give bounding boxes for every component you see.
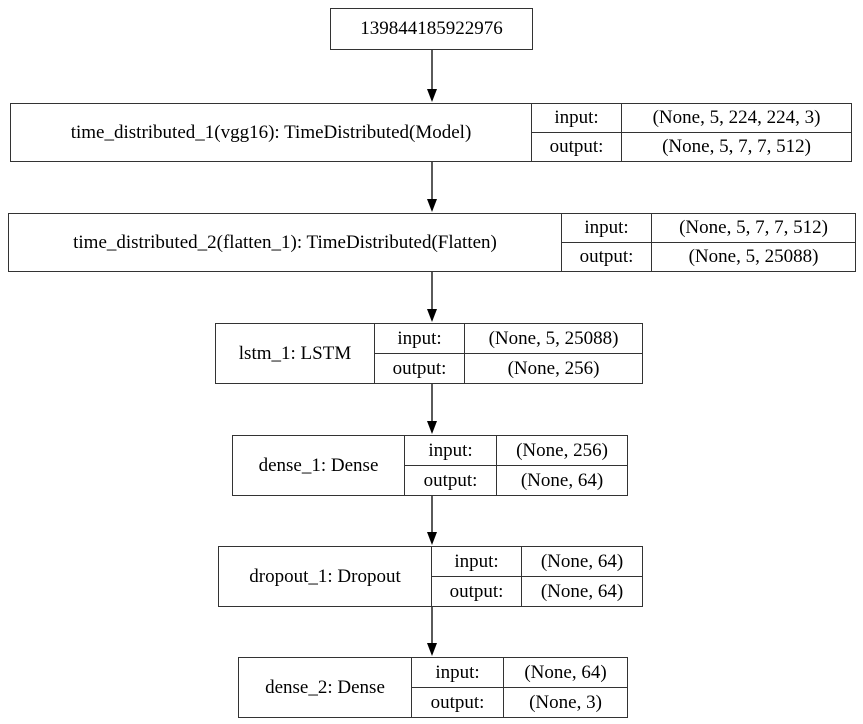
output-shape: (None, 64): [540, 580, 624, 602]
node-time-distributed-1: time_distributed_1(vgg16): TimeDistribut…: [10, 103, 852, 162]
input-row: input: (None, 5, 25088): [375, 324, 642, 353]
io-table: input: (None, 64) output: (None, 3): [411, 658, 627, 717]
input-shape: (None, 64): [540, 550, 624, 572]
input-label: input:: [375, 324, 465, 353]
output-shape: (None, 64): [520, 469, 604, 491]
input-label: input:: [432, 547, 522, 576]
node-dropout-1: dropout_1: Dropout input: (None, 64) out…: [218, 546, 643, 607]
input-row: input: (None, 64): [432, 547, 642, 576]
output-label: output:: [432, 577, 522, 606]
output-shape: (None, 5, 7, 7, 512): [662, 136, 811, 157]
node-label: time_distributed_1(vgg16): TimeDistribut…: [70, 121, 472, 143]
node-label: dropout_1: Dropout: [249, 565, 401, 587]
node-label: time_distributed_2(flatten_1): TimeDistr…: [73, 231, 497, 253]
input-row: input: (None, 5, 224, 224, 3): [532, 104, 851, 132]
node-label: 139844185922976: [360, 18, 503, 39]
node-label: dense_2: Dense: [265, 676, 385, 698]
io-table: input: (None, 5, 224, 224, 3) output: (N…: [531, 104, 851, 161]
io-table: input: (None, 64) output: (None, 64): [431, 547, 642, 606]
output-row: output: (None, 5, 25088): [562, 242, 855, 271]
node-dense-1: dense_1: Dense input: (None, 256) output…: [232, 435, 628, 496]
output-label: output:: [375, 354, 465, 383]
output-shape: (None, 256): [507, 357, 600, 379]
input-label: input:: [562, 214, 652, 242]
input-shape: (None, 256): [516, 439, 608, 461]
output-label: output:: [532, 133, 622, 161]
io-table: input: (None, 5, 7, 7, 512) output: (Non…: [561, 214, 855, 271]
input-shape: (None, 5, 7, 7, 512): [679, 217, 828, 238]
input-shape: (None, 5, 25088): [488, 327, 619, 349]
io-table: input: (None, 5, 25088) output: (None, 2…: [374, 324, 642, 383]
input-label: input:: [532, 104, 622, 132]
node-dense-2: dense_2: Dense input: (None, 64) output:…: [238, 657, 628, 718]
input-row: input: (None, 5, 7, 7, 512): [562, 214, 855, 242]
output-row: output: (None, 256): [375, 353, 642, 383]
output-row: output: (None, 64): [432, 576, 642, 606]
output-label: output:: [412, 688, 504, 717]
node-root-id: 139844185922976: [330, 8, 533, 50]
edge-arrow-3: [427, 384, 437, 434]
edge-arrow-2: [427, 272, 437, 322]
output-shape: (None, 3): [529, 691, 602, 713]
edge-arrow-4: [427, 496, 437, 545]
input-row: input: (None, 256): [405, 436, 627, 465]
io-table: input: (None, 256) output: (None, 64): [404, 436, 627, 495]
output-label: output:: [405, 466, 497, 495]
input-label: input:: [405, 436, 497, 465]
node-lstm-1: lstm_1: LSTM input: (None, 5, 25088) out…: [215, 323, 643, 384]
node-label: lstm_1: LSTM: [238, 342, 352, 364]
input-row: input: (None, 64): [412, 658, 627, 687]
edge-arrow-5: [427, 607, 437, 656]
input-shape: (None, 64): [524, 661, 607, 683]
edge-arrow-1: [427, 162, 437, 212]
output-row: output: (None, 5, 7, 7, 512): [532, 132, 851, 161]
edge-arrow-0: [427, 50, 437, 102]
output-row: output: (None, 3): [412, 687, 627, 717]
output-row: output: (None, 64): [405, 465, 627, 495]
node-label: dense_1: Dense: [258, 454, 379, 476]
input-label: input:: [412, 658, 504, 687]
node-time-distributed-2: time_distributed_2(flatten_1): TimeDistr…: [8, 213, 856, 272]
output-label: output:: [562, 243, 652, 271]
output-shape: (None, 5, 25088): [688, 246, 819, 267]
input-shape: (None, 5, 224, 224, 3): [652, 107, 821, 128]
